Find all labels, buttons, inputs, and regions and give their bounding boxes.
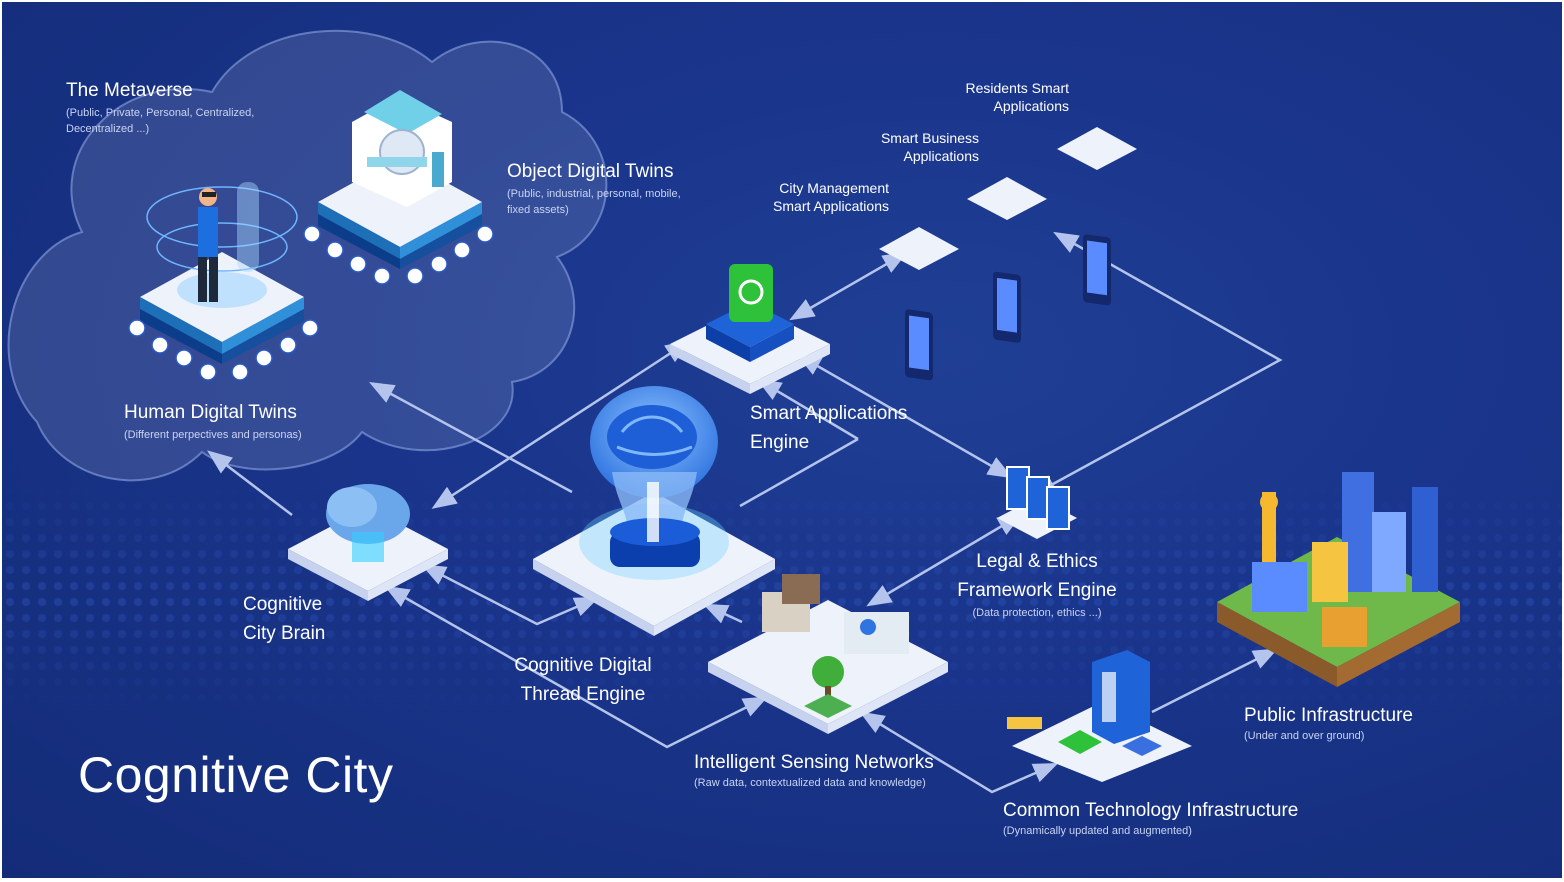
business-apps-line1: Smart Business — [880, 130, 979, 146]
city-brain-line1: Cognitive — [243, 594, 323, 615]
app-devices — [879, 127, 1137, 381]
human-twins-title: Human Digital Twins — [124, 402, 297, 423]
tech-infra-platform — [1007, 650, 1192, 782]
legal-subtitle: (Data protection, ethics ...) — [972, 607, 1102, 619]
legal-line2: Framework Engine — [957, 580, 1117, 601]
residents-device — [1057, 127, 1137, 306]
diagram-title: Cognitive City — [78, 747, 394, 803]
sensing-title: Intelligent Sensing Networks — [694, 752, 934, 773]
thread-engine-label: Cognitive Digital Thread Engine — [498, 651, 668, 709]
common-tech-title: Common Technology Infrastructure — [1003, 800, 1299, 821]
sensing-label: Intelligent Sensing Networks (Raw data, … — [694, 751, 934, 791]
city-mgmt-apps-label: City Management Smart Applications — [742, 179, 889, 215]
connectors — [207, 231, 1283, 794]
connector-engine-legal — [796, 353, 1013, 479]
smart-apps-engine-line2: Engine — [750, 432, 810, 453]
city-brain-label: Cognitive City Brain — [243, 590, 325, 648]
city-mgmt-apps-line2: Smart Applications — [773, 198, 889, 214]
connector-sensing-legal — [866, 513, 1023, 607]
connector-brain-human — [207, 450, 293, 516]
connector-tech-public — [1151, 648, 1279, 714]
connector-sensing-tech — [859, 711, 1059, 794]
metaverse-label: The Metaverse (Public, Private, Personal… — [66, 76, 296, 137]
residents-apps-line1: Residents Smart — [965, 80, 1069, 96]
sensing-platform — [708, 574, 948, 734]
common-tech-label: Common Technology Infrastructure (Dynami… — [1003, 799, 1298, 839]
business-apps-line2: Applications — [903, 148, 980, 164]
smart-apps-engine-line1: Smart Applications — [750, 403, 908, 424]
legal-label: Legal & Ethics Framework Engine (Data pr… — [937, 547, 1137, 621]
metaverse-subtitle: (Public, Private, Personal, Centralized,… — [66, 107, 255, 135]
residents-apps-line2: Applications — [993, 98, 1070, 114]
object-twins-subtitle: (Public, industrial, personal, mobile, f… — [507, 188, 681, 216]
public-infra-title: Public Infrastructure — [1244, 705, 1413, 726]
thread-engine-line2: Thread Engine — [520, 684, 646, 705]
thread-engine-platform — [533, 386, 775, 636]
object-twins-label: Object Digital Twins (Public, industrial… — [507, 157, 697, 218]
thread-engine-line1: Cognitive Digital — [514, 655, 652, 676]
metaverse-title: The Metaverse — [66, 80, 193, 101]
human-twin-platform — [128, 182, 319, 381]
common-tech-subtitle: (Dynamically updated and augmented) — [1003, 825, 1192, 837]
connector-brain-sensing — [384, 585, 769, 749]
object-twin-platform — [303, 90, 494, 285]
object-twins-title: Object Digital Twins — [507, 161, 674, 182]
business-apps-label: Smart Business Applications — [832, 129, 979, 165]
business-device — [967, 177, 1047, 343]
sensing-subtitle: (Raw data, contextualized data and knowl… — [694, 777, 926, 789]
connector-thread-sensing — [702, 603, 743, 624]
public-infra-subtitle: (Under and over ground) — [1244, 730, 1365, 742]
smart-apps-engine-label: Smart Applications Engine — [750, 399, 907, 457]
public-infra-city — [1217, 472, 1460, 687]
city-mgmt-device — [879, 227, 959, 381]
human-twins-label: Human Digital Twins (Different perpectiv… — [124, 398, 364, 443]
city-mgmt-apps-line1: City Management — [779, 180, 889, 196]
city-brain-line2: City Brain — [243, 623, 326, 644]
connector-engine-apps — [789, 251, 908, 321]
smart-apps-engine-platform — [670, 264, 830, 394]
legal-servers — [997, 466, 1077, 539]
residents-apps-label: Residents Smart Applications — [922, 79, 1069, 115]
connector-legal-apps — [1031, 231, 1283, 496]
city-brain-platform — [288, 484, 448, 601]
public-infra-label: Public Infrastructure (Under and over gr… — [1244, 704, 1413, 744]
human-twins-subtitle: (Different perpectives and personas) — [124, 429, 302, 441]
legal-line1: Legal & Ethics — [976, 551, 1098, 572]
connector-brain-smartapps — [431, 340, 691, 509]
